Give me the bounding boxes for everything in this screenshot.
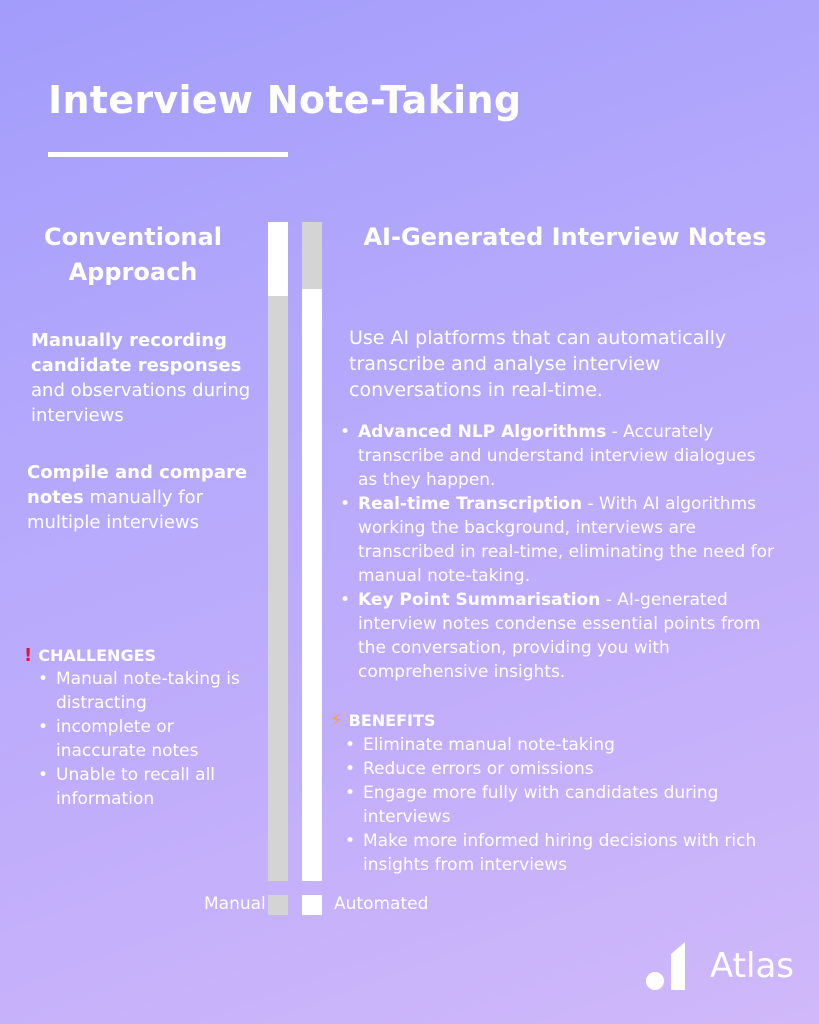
legend-manual-swatch (268, 895, 288, 915)
conventional-approach-heading: Conventional Approach (44, 223, 222, 286)
title-underline (48, 152, 288, 157)
ai-notes-heading: AI-Generated Interview Notes (363, 223, 767, 251)
challenges-heading: ! CHALLENGES (24, 645, 157, 666)
list-item: Engage more fully with candidates during… (343, 781, 803, 829)
list-item: Eliminate manual note-taking (343, 733, 803, 757)
manual-point-compile: Compile and compare notes manually for m… (27, 462, 248, 533)
page-title: Interview Note-Taking (48, 78, 522, 122)
ai-intro-text: Use AI platforms that can automatically … (349, 327, 727, 401)
exclamation-icon: ! (24, 645, 33, 666)
list-item: Unable to recall all information (36, 763, 266, 811)
benefits-list: Eliminate manual note-taking Reduce erro… (343, 733, 803, 877)
lightning-icon: ⚡ (330, 710, 343, 731)
atlas-logo-icon (646, 942, 685, 990)
list-item: Make more informed hiring decisions with… (343, 829, 803, 877)
list-item: Manual note-taking is distracting (36, 667, 266, 715)
ai-bar-manual-segment (302, 222, 322, 289)
list-item: Key Point Summarisation - AI-generated i… (338, 588, 778, 684)
manual-point-recording: Manually recording candidate responses a… (31, 330, 251, 426)
list-item: Reduce errors or omissions (343, 757, 803, 781)
features-list: Advanced NLP Algorithms - Accurately tra… (338, 420, 778, 684)
legend-automated-swatch (302, 895, 322, 915)
brand-name: Atlas (710, 946, 794, 986)
legend-automated-label: Automated (334, 894, 429, 914)
challenges-list: Manual note-taking is distracting incomp… (36, 667, 266, 811)
ai-bar-automated-segment (302, 289, 322, 881)
list-item: Real-time Transcription - With AI algori… (338, 492, 778, 588)
legend-manual-label: Manual (204, 894, 266, 914)
list-item: Advanced NLP Algorithms - Accurately tra… (338, 420, 778, 492)
list-item: incomplete or inaccurate notes (36, 715, 266, 763)
manual-bar-manual-segment (268, 296, 288, 881)
benefits-heading: ⚡ BENEFITS (330, 710, 436, 731)
manual-bar-automated-segment (268, 222, 288, 296)
